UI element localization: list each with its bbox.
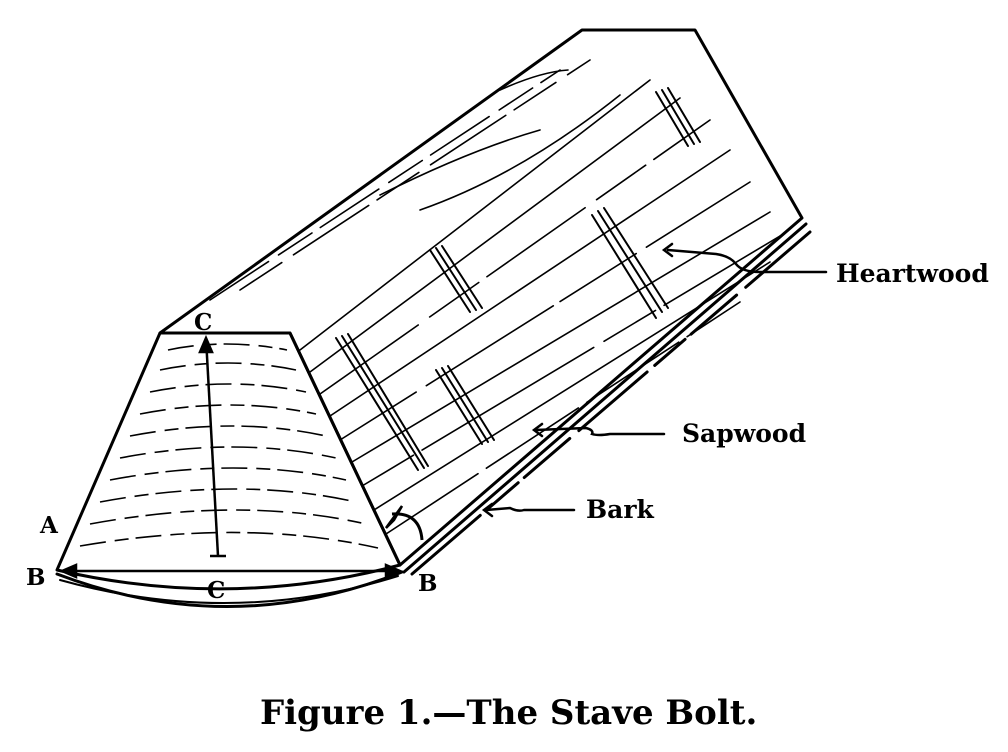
heartwood-leader	[666, 248, 828, 274]
curved-arrow-head	[384, 505, 404, 529]
leader-lines	[481, 242, 828, 518]
c-arrow-top	[198, 334, 214, 354]
wood-grain-lines	[209, 59, 781, 535]
measurement-lines	[58, 334, 424, 579]
label-b-right: B	[418, 570, 437, 597]
heartwood-leader-arrow	[661, 242, 674, 258]
label-c-bottom: C	[207, 577, 225, 604]
bark-arc-inner	[59, 575, 399, 605]
stave-bolt-body	[55, 28, 812, 608]
label-b-left: B	[26, 564, 45, 591]
top-face-outline	[158, 28, 804, 567]
bark-right-edge-dash	[410, 230, 812, 576]
sapwood-label: Sapwood	[682, 419, 806, 448]
growth-rings	[79, 343, 379, 549]
heartwood-label: Heartwood	[836, 259, 989, 288]
bark-leader	[484, 506, 576, 512]
sapwood-leader	[534, 426, 666, 437]
b-arrow-left	[58, 563, 78, 579]
bark-label: Bark	[586, 495, 655, 524]
check-marks	[335, 87, 701, 471]
bark-leader-arrow	[481, 502, 494, 518]
figure-caption: Figure 1.—The Stave Bolt.	[260, 693, 757, 733]
label-c-top: C	[194, 309, 212, 336]
end-face-outline	[55, 331, 402, 591]
sapwood-leader-arrow	[531, 422, 544, 438]
b-arrow-right	[384, 563, 404, 579]
label-a: A	[39, 512, 59, 539]
c-c-line	[204, 337, 220, 557]
